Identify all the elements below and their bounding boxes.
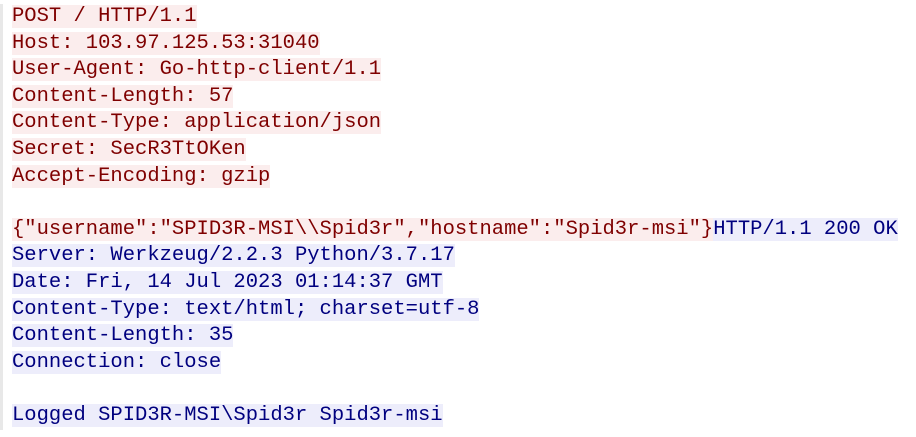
request-header-user-agent: User-Agent: Go-http-client/1.1	[12, 58, 382, 82]
response-header-content-type: Content-Type: text/html; charset=utf-8	[12, 297, 480, 321]
tcp-stream-view[interactable]: POST / HTTP/1.1 Host: 103.97.125.53:3104…	[0, 4, 916, 430]
response-body: Logged SPID3R-MSI\Spid3r Spid3r-msi	[12, 403, 443, 427]
request-header-host: Host: 103.97.125.53:31040	[12, 31, 320, 55]
response-header-content-length: Content-Length: 35	[12, 324, 234, 348]
blank-line	[12, 376, 916, 403]
request-header-content-type: Content-Type: application/json	[12, 111, 382, 135]
response-header-server: Server: Werkzeug/2.2.3 Python/3.7.17	[12, 244, 455, 268]
response-header-connection: Connection: close	[12, 350, 222, 374]
response-header-date: Date: Fri, 14 Jul 2023 01:14:37 GMT	[12, 270, 443, 294]
request-line: POST / HTTP/1.1	[12, 5, 197, 28]
request-header-accept-encoding: Accept-Encoding: gzip	[12, 164, 271, 188]
request-header-content-length: Content-Length: 57	[12, 84, 234, 108]
request-header-secret: Secret: SecR3TtOKen	[12, 137, 246, 161]
blank-line	[12, 190, 916, 217]
request-body: {"username":"SPID3R-MSI\\Spid3r","hostna…	[12, 217, 714, 241]
response-status-line: HTTP/1.1 200 OK	[713, 217, 898, 241]
